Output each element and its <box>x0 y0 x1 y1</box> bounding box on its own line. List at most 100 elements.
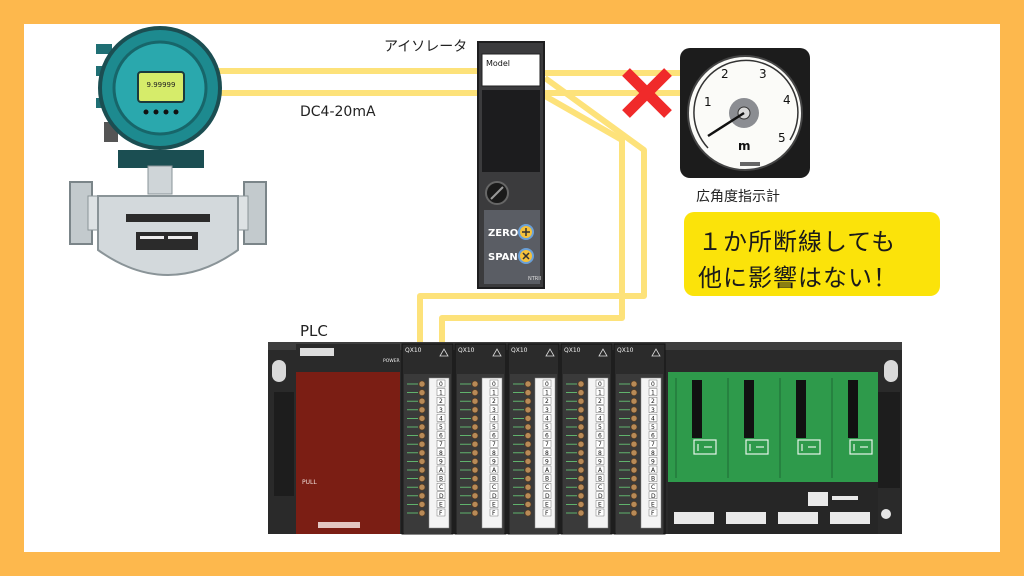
terminal-number: 3 <box>598 407 602 414</box>
terminal-number: 9 <box>598 458 602 465</box>
terminal-number: 4 <box>545 415 549 422</box>
terminal-number: 4 <box>598 415 602 422</box>
isolator-model-text: Model <box>486 59 510 68</box>
callout-line-1: １か所断線しても <box>698 228 897 256</box>
meter-tick-3: 3 <box>759 67 767 81</box>
flowmeter[interactable]: 9.99999 <box>69 26 267 276</box>
terminal-number: C <box>492 484 496 491</box>
io-module-label: QX10 <box>617 347 634 354</box>
isolator-front-panel <box>482 90 540 172</box>
mount-hole-right <box>884 360 898 382</box>
signal-label: DC4-20mA <box>300 104 376 120</box>
terminal-number: 2 <box>545 398 549 405</box>
terminal-number: 6 <box>545 433 549 440</box>
terminal-number: C <box>439 484 443 491</box>
terminal-number: 1 <box>492 390 496 397</box>
terminal-number: B <box>598 476 602 483</box>
terminal-number: 0 <box>651 381 655 388</box>
terminal-number: A <box>492 467 497 474</box>
wire-isolator-to-plc-inner <box>439 93 625 346</box>
terminal-number: 8 <box>439 450 443 457</box>
cpu-pull-label: PULL <box>302 479 317 486</box>
terminal-number: D <box>598 493 603 500</box>
isolator-brand: NTRII <box>528 276 541 282</box>
callout-line-2: 他に影響はない！ <box>698 264 898 292</box>
terminal-number: 6 <box>598 433 602 440</box>
terminal-number: E <box>492 501 496 508</box>
span-label: SPAN <box>488 252 518 263</box>
terminal-number: 4 <box>439 415 443 422</box>
terminal-number: 3 <box>492 407 496 414</box>
terminal-number: E <box>545 501 549 508</box>
terminal-number: 1 <box>545 390 549 397</box>
terminal-number: D <box>492 493 497 500</box>
isolator-label: アイソレータ <box>384 39 468 55</box>
meter-tick-4: 4 <box>783 93 791 107</box>
terminal-number: A <box>651 467 656 474</box>
terminal-number: A <box>598 467 603 474</box>
terminal-number: 7 <box>545 441 549 448</box>
terminal-number: 0 <box>545 381 549 388</box>
terminal-number: A <box>439 467 444 474</box>
meter-tick-2: 2 <box>721 67 729 81</box>
terminal-number: 1 <box>651 390 655 397</box>
flowmeter-display-value: 9.99999 <box>147 81 176 89</box>
wire-isolator-to-plc-outer <box>417 75 647 346</box>
terminal-number: 7 <box>598 441 602 448</box>
cpu-module <box>296 344 400 534</box>
terminal-number: B <box>545 476 549 483</box>
meter-tick-5: 5 <box>778 131 786 145</box>
terminal-number: 5 <box>598 424 602 431</box>
cpu-power-label: POWER <box>383 358 400 364</box>
isolator-adjust-panel <box>484 210 540 284</box>
empty-slot-board <box>668 372 878 482</box>
empty-slots <box>668 372 878 534</box>
io-modules: QX100123456789ABCDEFQX100123456789ABCDEF… <box>401 343 666 535</box>
terminal-number: 8 <box>492 450 496 457</box>
isolator-module[interactable]: Model ZERO SPAN NTRII <box>477 41 545 289</box>
io-module-label: QX10 <box>564 347 581 354</box>
terminal-number: B <box>492 476 496 483</box>
terminal-number: 7 <box>492 441 496 448</box>
terminal-number: 7 <box>439 441 443 448</box>
zero-label: ZERO <box>488 228 518 239</box>
io-module-label: QX10 <box>405 347 422 354</box>
terminal-number: 4 <box>651 415 655 422</box>
terminal-number: 7 <box>651 441 655 448</box>
terminal-number: 5 <box>651 424 655 431</box>
terminal-number: 2 <box>651 398 655 405</box>
isolator-label-plate <box>481 53 541 87</box>
terminal-number: E <box>598 501 602 508</box>
terminal-number: 8 <box>651 450 655 457</box>
terminal-number: C <box>598 484 602 491</box>
terminal-number: F <box>439 510 443 517</box>
terminal-number: 1 <box>598 390 602 397</box>
terminal-number: D <box>439 493 444 500</box>
terminal-number: B <box>439 476 443 483</box>
terminal-number: 2 <box>439 398 443 405</box>
terminal-number: F <box>598 510 602 517</box>
callout-box: １か所断線しても 他に影響はない！ <box>684 212 940 296</box>
meter-unit: m <box>738 139 751 153</box>
plc-rack[interactable]: POWER PULL QX100123456789ABCDEFQX1001234… <box>268 342 902 535</box>
disconnect-cross-icon <box>622 68 672 118</box>
meter-tick-1: 1 <box>704 95 712 109</box>
terminal-number: 4 <box>492 415 496 422</box>
wide-angle-meter[interactable]: 1 2 3 4 5 m <box>680 48 810 178</box>
meter-label: 広角度指示計 <box>696 189 780 205</box>
terminal-number: 3 <box>651 407 655 414</box>
terminal-number: 2 <box>598 398 602 405</box>
terminal-number: D <box>651 493 656 500</box>
io-module-label: QX10 <box>511 347 528 354</box>
terminal-number: 0 <box>598 381 602 388</box>
plc-label: PLC <box>300 322 328 340</box>
terminal-number: 0 <box>439 381 443 388</box>
io-module-label: QX10 <box>458 347 475 354</box>
terminal-number: 6 <box>439 433 443 440</box>
mount-hole-left <box>272 360 286 382</box>
